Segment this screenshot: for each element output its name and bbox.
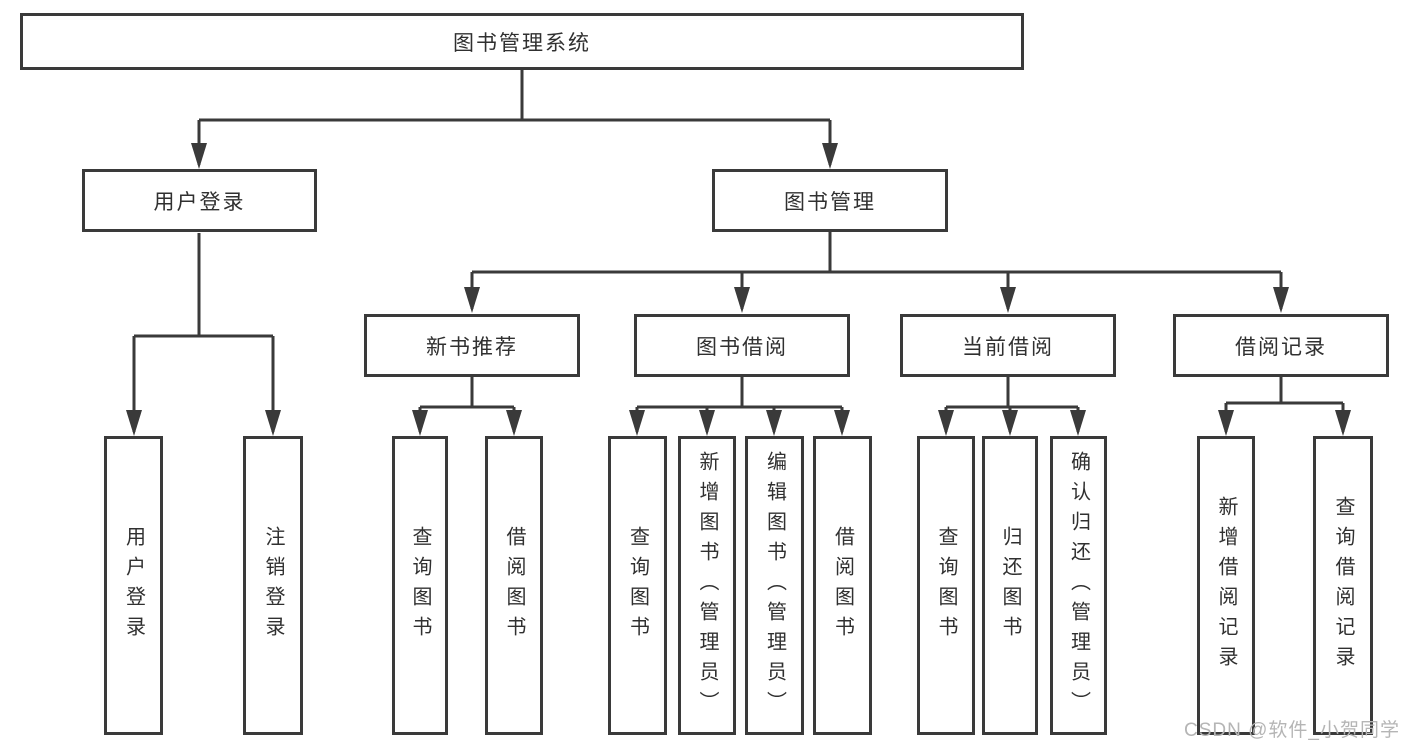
- leaf-return-books: 归还图书: [982, 436, 1038, 735]
- node-borrow-records: 借阅记录: [1173, 314, 1389, 377]
- leaf-query-books-1: 查询图书: [392, 436, 448, 735]
- node-label: 新书推荐: [426, 335, 518, 359]
- node-label: 图书管理系统: [453, 31, 591, 55]
- node-root-system: 图书管理系统: [20, 13, 1024, 70]
- leaf-label: 借阅图书: [503, 525, 525, 646]
- leaf-edit-books-admin: 编辑图书（管理员）: [745, 436, 804, 735]
- leaf-label: 归还图书: [999, 525, 1021, 646]
- leaf-query-books-3: 查询图书: [917, 436, 975, 735]
- leaf-borrow-books-1: 借阅图书: [485, 436, 543, 735]
- leaf-logout: 注销登录: [243, 436, 303, 735]
- node-label: 当前借阅: [962, 335, 1054, 359]
- leaf-label: 查询图书: [626, 525, 649, 646]
- leaf-label: 编辑图书（管理员）: [763, 450, 786, 721]
- leaf-label: 新增图书（管理员）: [696, 450, 718, 721]
- leaf-label: 新增借阅记录: [1215, 495, 1237, 676]
- node-label: 用户登录: [153, 190, 246, 214]
- leaf-query-borrow-record: 查询借阅记录: [1313, 436, 1373, 735]
- leaf-query-books-2: 查询图书: [608, 436, 667, 735]
- node-user-login-branch: 用户登录: [82, 169, 317, 232]
- node-label: 图书借阅: [696, 335, 788, 359]
- node-book-management-branch: 图书管理: [712, 169, 948, 232]
- leaf-confirm-return-admin: 确认归还（管理员）: [1050, 436, 1107, 735]
- leaf-user-login: 用户登录: [104, 436, 163, 735]
- csdn-watermark: CSDN @软件_小贺同学: [1184, 720, 1400, 741]
- node-book-borrow: 图书借阅: [634, 314, 850, 377]
- leaf-label: 借阅图书: [831, 525, 854, 646]
- leaf-label: 用户登录: [122, 525, 145, 646]
- node-label: 图书管理: [784, 190, 876, 214]
- leaf-label: 确认归还（管理员）: [1067, 450, 1090, 721]
- node-new-book-recommend: 新书推荐: [364, 314, 580, 377]
- leaf-borrow-books-2: 借阅图书: [813, 436, 872, 735]
- node-label: 借阅记录: [1235, 335, 1327, 359]
- node-current-borrow: 当前借阅: [900, 314, 1116, 377]
- leaf-label: 查询图书: [409, 525, 431, 646]
- leaf-label: 查询借阅记录: [1332, 495, 1354, 676]
- leaf-label: 查询图书: [935, 525, 957, 646]
- leaf-add-borrow-record: 新增借阅记录: [1197, 436, 1255, 735]
- leaf-add-books-admin: 新增图书（管理员）: [678, 436, 736, 735]
- leaf-label: 注销登录: [262, 525, 284, 646]
